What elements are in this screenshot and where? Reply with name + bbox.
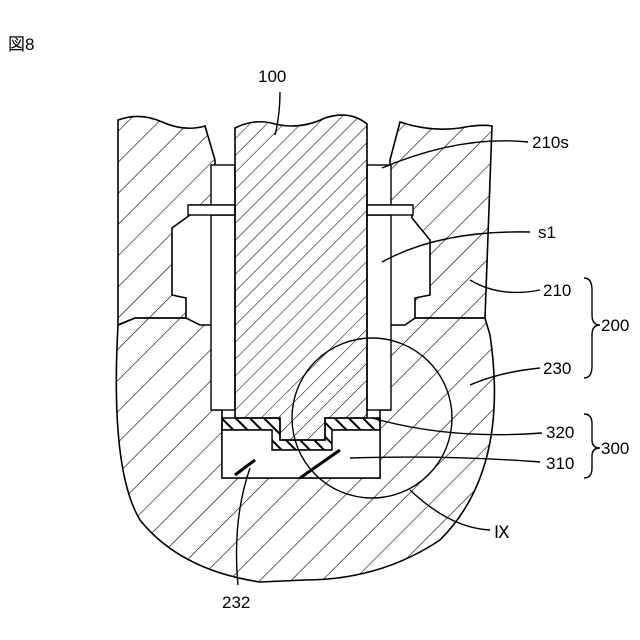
label-232: 232 [222, 593, 250, 612]
label-200: 200 [601, 316, 629, 335]
label-310: 310 [546, 454, 574, 473]
pin-100 [235, 115, 367, 440]
label-210: 210 [543, 281, 571, 300]
part-210-left [118, 116, 215, 325]
label-ix: Ⅸ [494, 523, 510, 542]
label-s1: s1 [538, 223, 556, 242]
label-230: 230 [543, 359, 571, 378]
label-300: 300 [601, 439, 629, 458]
label-210s: 210s [532, 133, 569, 152]
part-210-right [390, 122, 492, 318]
label-320: 320 [546, 423, 574, 442]
label-100: 100 [258, 67, 286, 86]
